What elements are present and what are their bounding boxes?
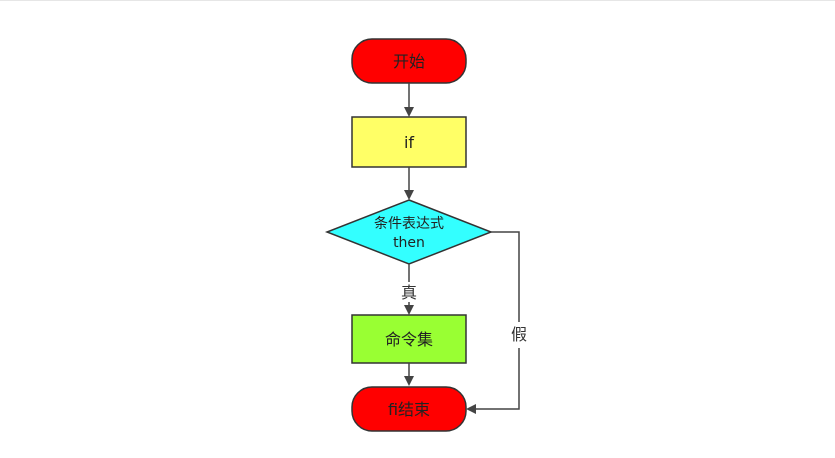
condition-node-label-line2: then: [393, 235, 425, 251]
if-node-label: if: [404, 133, 414, 152]
commands-node: 命令集: [351, 314, 467, 364]
start-node-label: 开始: [393, 52, 425, 71]
condition-node-shape: [324, 199, 494, 265]
condition-node-label-line1: 条件表达式: [374, 215, 444, 232]
if-node: if: [351, 116, 467, 168]
edge-condition-to-end-false-top: [491, 231, 520, 322]
if-node-shape: [351, 116, 467, 168]
commands-node-shape: [351, 314, 467, 364]
edge-condition-to-end-false-bottom: [466, 348, 520, 414]
end-node: fi结束: [351, 386, 467, 432]
condition-node: 条件表达式 then: [324, 199, 494, 265]
edge-false-label: 假: [511, 325, 527, 344]
commands-node-label: 命令集: [385, 330, 433, 349]
start-node: 开始: [351, 38, 467, 84]
end-node-label: fi结束: [388, 400, 430, 419]
edge-true-label: 真: [401, 283, 417, 302]
